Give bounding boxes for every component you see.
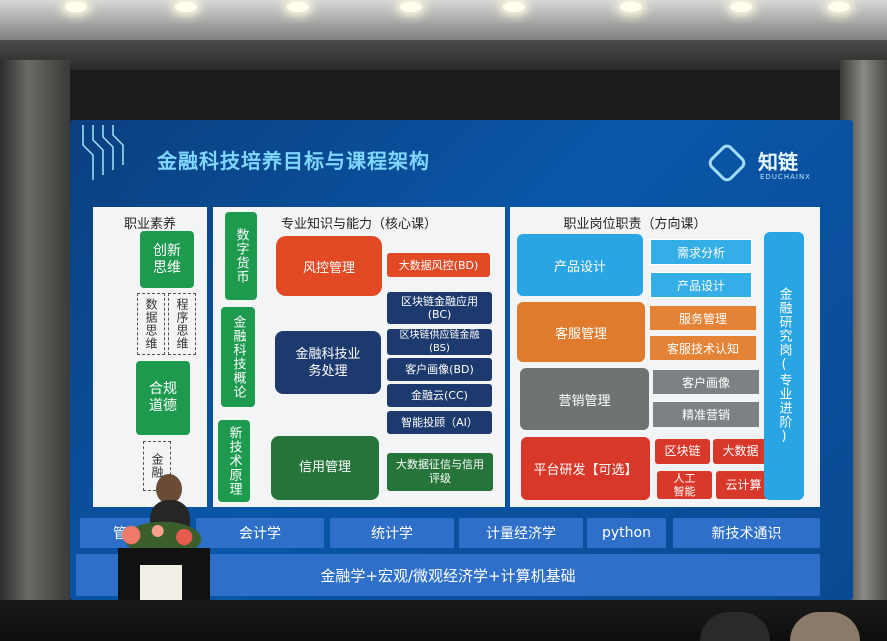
course-new-tech: 新技术通识: [673, 518, 820, 548]
ceiling-light: [503, 2, 525, 12]
course-statistics: 统计学: [330, 518, 454, 548]
slide-title: 金融科技培养目标与课程架构: [157, 149, 430, 173]
ceiling-light: [175, 2, 197, 12]
item-robo-advisor: 智能投顾（AI）: [387, 411, 492, 434]
item-credit-rating: 大数据征信与信用评级: [387, 453, 493, 491]
box-innovation: 创新思维: [140, 231, 194, 288]
ceiling-light: [730, 2, 752, 12]
box-platform-dev: 平台研发【可选】: [521, 437, 650, 500]
box-marketing: 营销管理: [520, 368, 649, 430]
course-python: python: [587, 518, 666, 548]
box-product-design: 产品设计: [517, 234, 643, 296]
side-digital-currency: 数字货币: [225, 212, 257, 300]
box-fintech-business-label: 金融科技业务处理: [295, 346, 361, 379]
item-ai-label: 人工智能: [673, 472, 696, 498]
box-compliance-label: 合规道德: [149, 381, 177, 414]
brand-subtitle: EDUCHAINX: [760, 173, 811, 181]
ceiling-light: [287, 2, 309, 12]
item-blockchain: 区块链: [655, 439, 710, 464]
course-econometrics: 计量经济学: [459, 518, 583, 548]
box-innovation-label: 创新思维: [153, 242, 181, 276]
item-bigdata: 大数据: [713, 439, 768, 464]
side-new-tech: 新技术原理: [218, 420, 250, 502]
item-requirements: 需求分析: [650, 239, 752, 265]
audience-head: [790, 612, 860, 641]
item-credit-rating-label: 大数据征信与信用评级: [396, 458, 484, 485]
item-blockchain-supply-label: 区块链供应链金融(BS): [399, 330, 480, 354]
item-product-design: 产品设计: [650, 272, 752, 298]
item-customer-profile: 客户画像(BD): [387, 358, 492, 381]
ceiling-beam: [0, 40, 887, 70]
item-blockchain-finance-label: 区块链金融应用(BC): [401, 295, 478, 321]
box-risk-management: 风控管理: [276, 236, 382, 296]
item-service-management: 服务管理: [650, 306, 756, 330]
course-accounting: 会计学: [196, 518, 324, 548]
item-blockchain-supply: 区块链供应链金融(BS): [387, 329, 492, 355]
hotel-logo-plate: [140, 565, 182, 601]
item-precise-marketing: 精准营销: [653, 402, 759, 427]
box-credit-management: 信用管理: [271, 436, 379, 500]
dash-program-thinking: 程序思维: [168, 293, 196, 355]
ceiling-light: [828, 2, 850, 12]
side-fintech-intro: 金融科技概论: [221, 307, 255, 407]
ceiling-light: [620, 2, 642, 12]
col3-header: 职业岗位职责（方向课）: [563, 217, 707, 232]
item-blockchain-finance: 区块链金融应用(BC): [387, 292, 492, 324]
box-compliance: 合规道德: [136, 361, 190, 435]
ceiling-light: [400, 2, 422, 12]
col2-header: 专业知识与能力（核心课）: [280, 217, 437, 232]
item-mkt-profile: 客户画像: [653, 370, 759, 394]
box-research-role: 金融研究岗(专业进阶): [764, 232, 804, 500]
audience-head: [700, 612, 770, 641]
circuit-icon: [82, 125, 124, 180]
item-cs-tech: 客服技术认知: [650, 336, 756, 360]
box-customer-service: 客服管理: [517, 302, 645, 362]
col1-header: 职业素养: [123, 217, 176, 232]
item-cloud: 云计算: [716, 471, 771, 499]
left-wall: [0, 60, 70, 641]
brand-name: 知链: [758, 150, 798, 174]
item-ai: 人工智能: [657, 471, 712, 499]
dash-data-thinking: 数据思维: [137, 293, 165, 355]
ceiling-light: [65, 2, 87, 12]
item-finance-cloud: 金融云(CC): [387, 384, 492, 407]
box-fintech-business: 金融科技业务处理: [275, 331, 381, 394]
item-bigdata-risk: 大数据风控(BD): [387, 253, 490, 277]
speaker-head: [156, 474, 182, 504]
